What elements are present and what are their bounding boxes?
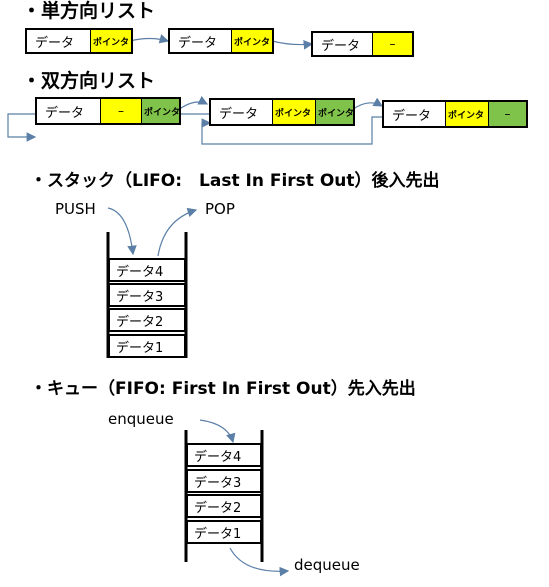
node-data: データ xyxy=(384,102,446,126)
link-arrow-2 xyxy=(271,40,314,50)
push-arrow xyxy=(107,207,137,256)
singly-linked-list-heading: ・単方向リスト xyxy=(22,0,156,22)
dequeue-arrow xyxy=(229,547,290,577)
node-prev-pointer: ポインタ xyxy=(446,102,488,126)
next-arrow-2 xyxy=(351,97,384,111)
pop-label: POP xyxy=(205,200,235,218)
node-data: データ xyxy=(27,30,91,52)
queue-heading: ・キュー（FIFO: First In First Out）先入先出 xyxy=(30,379,416,399)
node-prev-pointer: ポインタ xyxy=(273,100,315,124)
singly-node-3: データ – xyxy=(311,31,414,57)
doubly-linked-list-heading: ・双方向リスト xyxy=(22,70,156,92)
queue-item: データ2 xyxy=(186,494,262,518)
node-data: データ xyxy=(313,33,373,55)
next-arrow-1 xyxy=(177,95,209,111)
node-next-pointer-null: – xyxy=(488,102,526,126)
doubly-node-2: データ ポインタ ポインタ xyxy=(209,98,355,126)
enqueue-label: enqueue xyxy=(108,410,174,428)
node-pointer-null: – xyxy=(373,33,412,55)
stack-heading: ・スタック（LIFO: Last In First Out）後入先出 xyxy=(30,171,440,191)
stack-item: データ3 xyxy=(108,283,186,307)
prev-arrow-2 xyxy=(201,116,383,145)
queue-item: データ4 xyxy=(186,443,262,467)
node-prev-pointer: – xyxy=(101,99,141,123)
node-next-pointer: ポインタ xyxy=(315,100,353,124)
queue-item: データ1 xyxy=(186,520,262,544)
enqueue-arrow xyxy=(199,419,236,444)
stack-item: データ2 xyxy=(108,308,186,332)
push-label: PUSH xyxy=(55,200,96,218)
node-pointer: ポインタ xyxy=(91,30,131,52)
link-arrow-1 xyxy=(129,34,170,44)
singly-node-2: データ ポインタ xyxy=(168,28,274,54)
pop-arrow xyxy=(157,207,198,257)
node-pointer: ポインタ xyxy=(232,30,272,52)
dequeue-label: dequeue xyxy=(294,556,360,574)
node-data: データ xyxy=(170,30,232,52)
stack-item: データ4 xyxy=(108,258,186,282)
stack-item: データ1 xyxy=(108,334,186,358)
doubly-node-1: データ – ポインタ xyxy=(35,97,181,125)
singly-node-1: データ ポインタ xyxy=(25,28,133,54)
doubly-node-3: データ ポインタ – xyxy=(382,100,528,128)
node-data: データ xyxy=(37,99,101,123)
node-data: データ xyxy=(211,100,273,124)
node-next-pointer: ポインタ xyxy=(141,99,179,123)
queue-item: データ3 xyxy=(186,469,262,493)
